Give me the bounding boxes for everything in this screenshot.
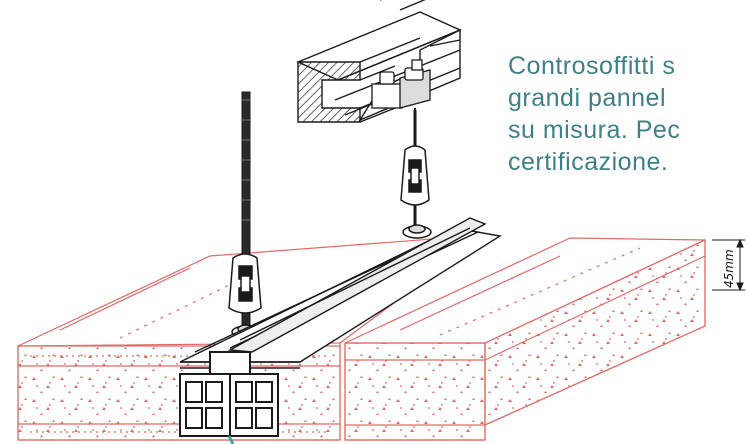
left-spring-hanger	[228, 253, 262, 339]
beam-clamp	[371, 59, 431, 150]
dimension-label: 45mm	[722, 249, 736, 288]
thickness-dimension	[712, 238, 745, 292]
description-line-4: certificazione.	[508, 148, 669, 176]
description-line-1: Controsoffitti s	[508, 52, 676, 80]
description-line-3: su misura. Pec	[508, 116, 681, 144]
description-line-2: grandi pannel	[508, 84, 667, 112]
beam-section	[297, 61, 361, 123]
joint-profile	[179, 351, 279, 444]
product-description: Controsoffitti s grandi pannel su misura…	[508, 50, 747, 178]
dimension-label-box: 45mm	[722, 249, 736, 288]
right-ceiling-panel	[344, 237, 706, 441]
right-spring-hanger	[400, 110, 432, 239]
ceiling-panels	[17, 234, 706, 441]
